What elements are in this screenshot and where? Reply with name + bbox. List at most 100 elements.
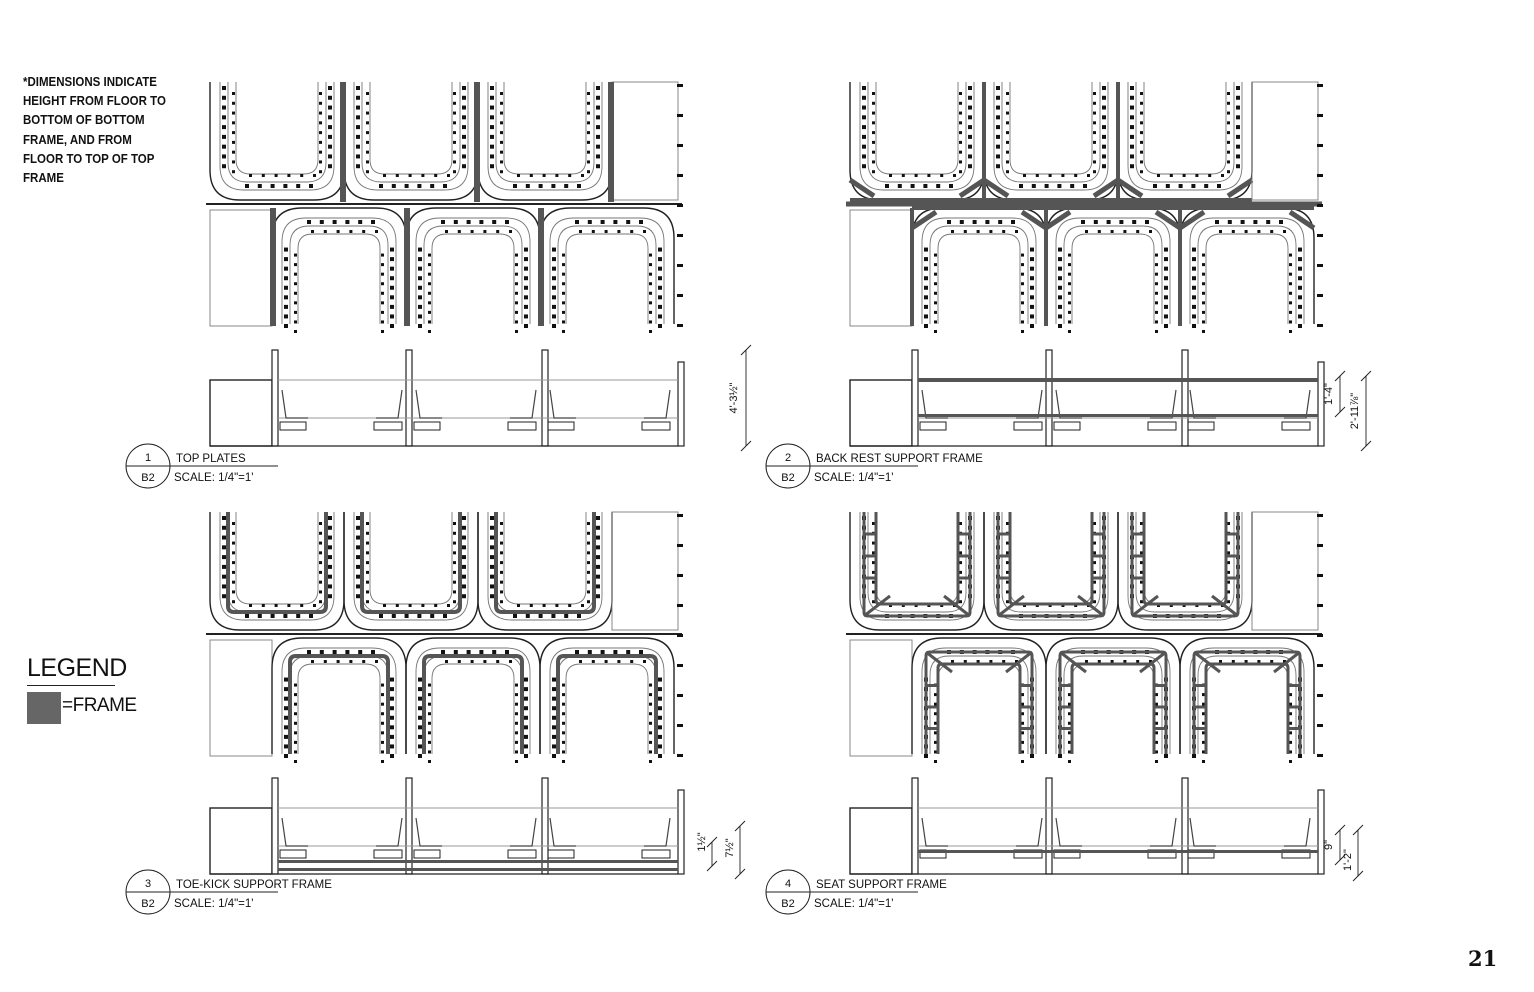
fastener-mark <box>462 564 466 569</box>
fastener-mark <box>515 330 518 333</box>
fastener-mark <box>639 650 643 654</box>
fastener-mark <box>1021 330 1024 333</box>
fastener-mark <box>1283 660 1286 663</box>
booth-outline <box>405 207 541 324</box>
dimension-tick <box>706 836 718 848</box>
fastener-mark <box>356 134 360 139</box>
booth-outline <box>1127 512 1243 621</box>
fastener-mark <box>1140 150 1143 154</box>
fastener-mark <box>1191 184 1196 188</box>
fastener-mark <box>963 660 967 663</box>
fastener-mark <box>428 310 431 314</box>
fastener-mark <box>524 677 528 682</box>
fastener-mark <box>283 184 288 188</box>
end-block <box>209 807 273 875</box>
fastener-mark <box>222 525 226 530</box>
fastener-mark <box>552 696 556 701</box>
fastener-mark <box>515 702 518 706</box>
fastener-mark <box>366 131 369 135</box>
booth-outline <box>289 225 389 324</box>
booth-outline <box>911 637 1047 754</box>
fastener-mark <box>649 683 652 687</box>
fastener-mark <box>658 677 662 682</box>
fastener-mark <box>1006 170 1009 174</box>
fastener-mark <box>587 561 590 565</box>
fastener-mark <box>1140 121 1143 125</box>
fastener-mark <box>1140 131 1143 135</box>
fastener-mark <box>1130 144 1134 149</box>
booth-outline <box>539 637 675 754</box>
fastener-mark <box>872 570 875 574</box>
fastener-mark <box>381 702 384 706</box>
fastener-mark <box>366 160 369 164</box>
fastener-mark <box>1123 660 1127 663</box>
booth-outline <box>1127 82 1243 191</box>
fastener-mark <box>1044 184 1049 188</box>
fastener-mark <box>390 304 394 309</box>
fastener-mark <box>1192 285 1196 290</box>
fastener-mark <box>418 304 422 309</box>
frame-member <box>943 594 971 618</box>
dimension-label: 7½" <box>724 838 736 857</box>
booth-plan <box>1045 637 1181 763</box>
fastener-mark <box>1140 92 1143 95</box>
fastener-mark <box>1021 272 1024 276</box>
fastener-mark <box>596 164 600 169</box>
fastener-mark <box>328 584 332 589</box>
fastener-mark <box>1289 760 1292 763</box>
fastener-mark <box>421 604 425 607</box>
fastener-mark <box>300 604 304 607</box>
fastener-mark <box>1085 660 1088 663</box>
seat-base <box>919 421 947 431</box>
fastener-mark <box>379 614 383 618</box>
fastener-mark <box>462 525 466 530</box>
fastener-mark <box>649 693 652 697</box>
legend-frame-label: =FRAME <box>62 695 137 716</box>
fastener-mark <box>1217 184 1221 188</box>
fastener-mark <box>862 154 866 159</box>
fastener-mark <box>496 230 500 233</box>
fastener-mark <box>525 184 530 188</box>
fastener-mark <box>328 154 332 159</box>
fastener-mark <box>1202 721 1205 725</box>
fastener-mark <box>490 525 494 530</box>
fastener-mark <box>1155 712 1158 716</box>
fastener-mark <box>356 86 360 90</box>
booth-plan <box>343 82 479 201</box>
fastener-mark <box>319 522 322 525</box>
fastener-mark <box>1236 115 1240 120</box>
fastener-mark <box>1145 220 1149 224</box>
fastener-mark <box>1283 230 1286 233</box>
edge-mark <box>1317 574 1323 577</box>
fastener-mark <box>383 604 386 607</box>
fastener-mark <box>613 650 618 654</box>
seat-base <box>507 849 537 859</box>
fastener-mark <box>1068 712 1071 716</box>
fastener-mark <box>1202 731 1205 735</box>
fastener-mark <box>418 744 422 749</box>
fastener-mark <box>1155 282 1158 286</box>
fastener-mark <box>356 95 360 100</box>
fastener-mark <box>390 696 394 701</box>
fastener-mark <box>1030 754 1034 758</box>
detail-title: SEAT SUPPORT FRAME <box>816 879 947 891</box>
fastener-mark <box>453 160 456 164</box>
frame-member <box>1193 650 1221 674</box>
fastener-mark <box>358 220 363 224</box>
fastener-mark <box>1093 131 1096 135</box>
fastener-mark <box>924 314 928 319</box>
fastener-mark <box>232 541 235 545</box>
fastener-mark <box>1130 134 1134 139</box>
fastener-mark <box>232 92 235 95</box>
post <box>1045 349 1053 447</box>
dimension-label: 1'-2" <box>1342 849 1354 871</box>
fastener-mark <box>1202 282 1205 286</box>
fastener-mark <box>924 257 928 262</box>
post <box>1181 349 1189 447</box>
fastener-mark <box>1289 693 1292 697</box>
fastener-mark <box>1011 220 1015 224</box>
fastener-mark <box>1093 150 1096 154</box>
fastener-mark <box>658 324 662 328</box>
fastener-mark <box>447 604 450 607</box>
fastener-mark <box>596 564 600 569</box>
